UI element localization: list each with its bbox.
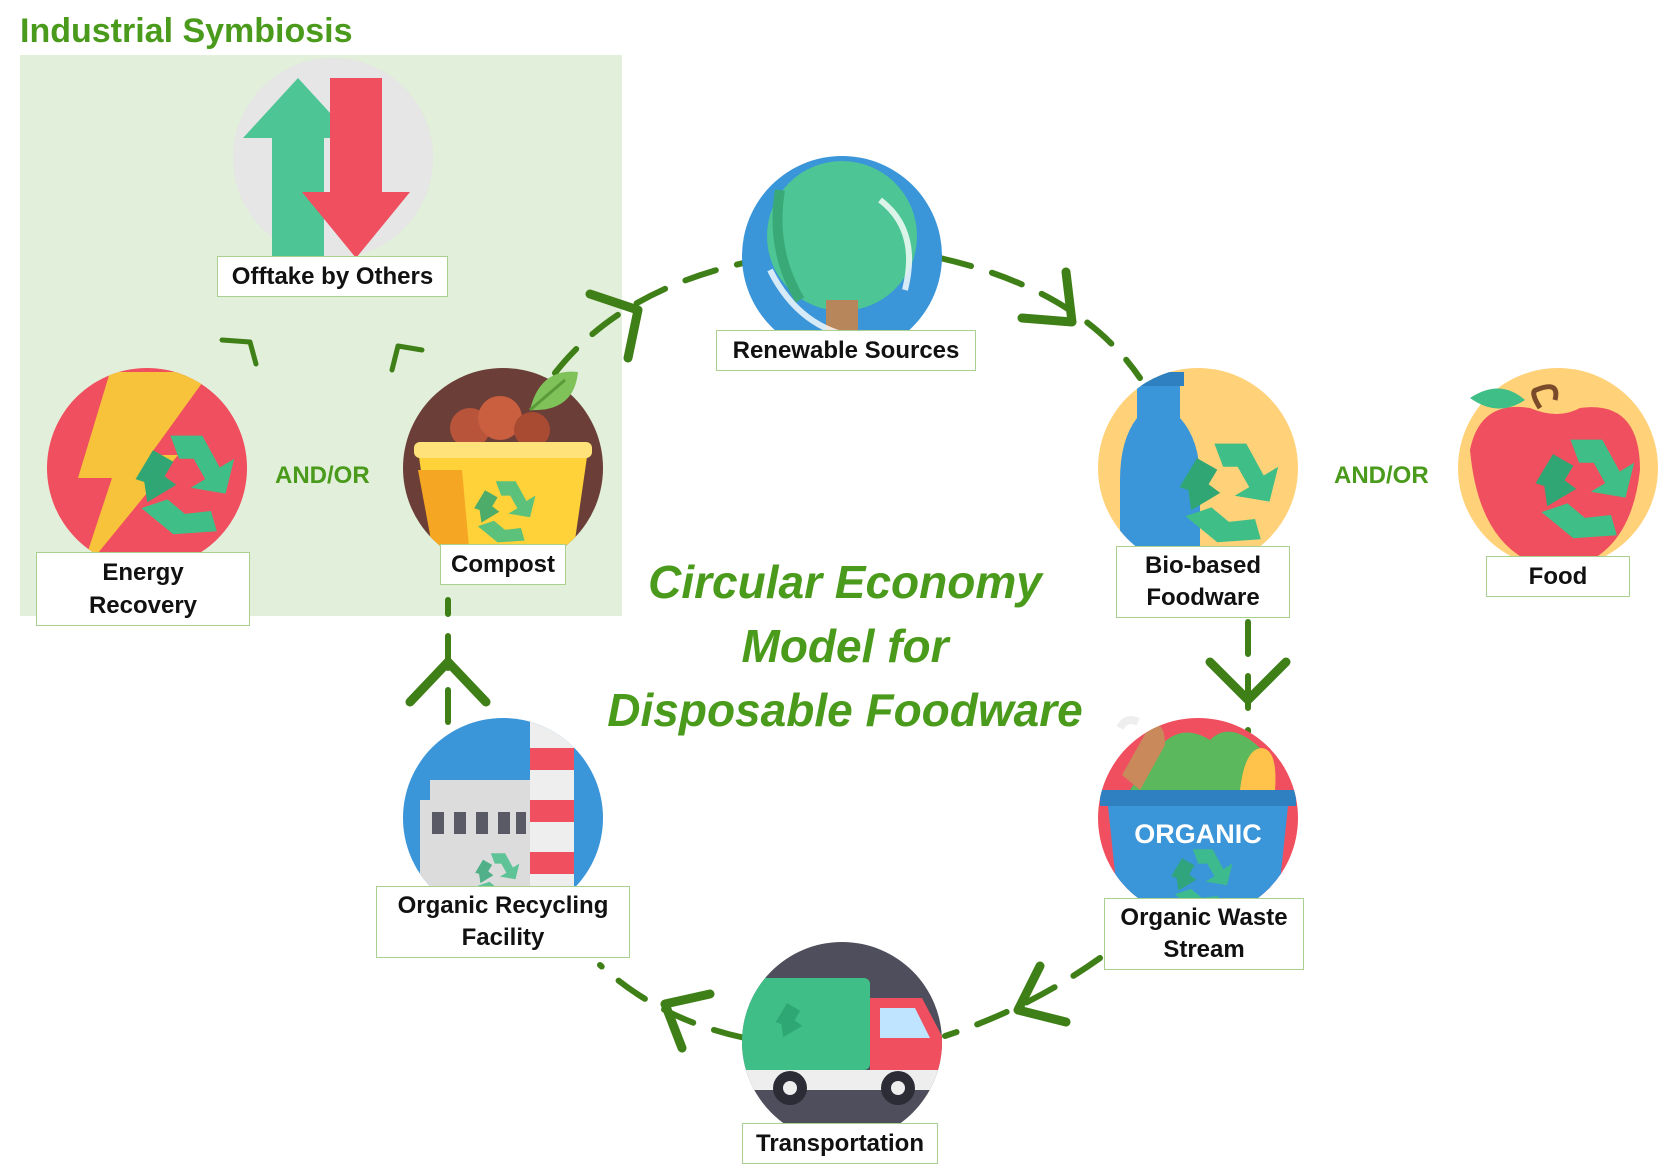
main-title-line1: Circular Economy <box>648 556 1042 608</box>
food-icon <box>1458 368 1658 568</box>
main-title-line2: Model for <box>741 620 949 672</box>
and-or-symbiosis: AND/OR <box>275 462 370 489</box>
arrowhead-to-renewable <box>585 289 643 363</box>
organic-bin-text: ORGANIC <box>1134 819 1262 849</box>
renewable-sources-icon <box>742 156 942 356</box>
arrowhead-to-recycling <box>660 989 715 1053</box>
arrowheads <box>405 267 1291 1053</box>
label-recycling-line1: Organic Recycling <box>397 892 609 919</box>
label-organic-waste-stream: Organic Waste Stream <box>1104 898 1304 970</box>
label-compost: Compost <box>440 544 566 585</box>
arrowhead-to-biobased <box>1017 267 1077 327</box>
biobased-foodware-icon <box>1098 368 1298 568</box>
label-biobased-foodware: Bio-based Foodware <box>1116 546 1290 618</box>
offtake-icon <box>233 58 433 258</box>
label-organic-waste-line1: Organic Waste <box>1120 904 1288 931</box>
label-organic-waste-line2: Stream <box>1163 936 1245 963</box>
and-or-food: AND/OR <box>1334 462 1429 489</box>
label-biobased-line1: Bio-based <box>1144 552 1261 579</box>
organic-waste-icon: ORGANIC <box>1098 716 1298 918</box>
label-renewable-sources: Renewable Sources <box>716 330 976 371</box>
symbiosis-arrowheads <box>219 337 425 373</box>
label-biobased-line2: Foodware <box>1146 584 1260 611</box>
label-organic-recycling-facility: Organic Recycling Facility <box>376 886 630 958</box>
transportation-icon <box>742 942 942 1142</box>
label-food: Food <box>1486 556 1630 597</box>
recycling-facility-icon <box>403 718 603 918</box>
main-title-line3: Disposable Foodware <box>607 684 1083 736</box>
arrowhead-to-transport <box>1013 961 1071 1027</box>
compost-icon <box>403 368 603 568</box>
arrowhead-to-compost <box>405 657 491 707</box>
main-title: Circular Economy Model for Disposable Fo… <box>560 550 1130 742</box>
label-offtake-by-others: Offtake by Others <box>217 256 448 297</box>
label-transportation: Transportation <box>742 1123 938 1164</box>
energy-recovery-icon <box>47 368 247 568</box>
arrowhead-to-organic-waste <box>1205 657 1291 705</box>
industrial-symbiosis-title: Industrial Symbiosis <box>20 12 353 50</box>
label-recycling-line2: Facility <box>461 924 545 951</box>
label-energy-recovery: Energy Recovery <box>36 552 250 626</box>
